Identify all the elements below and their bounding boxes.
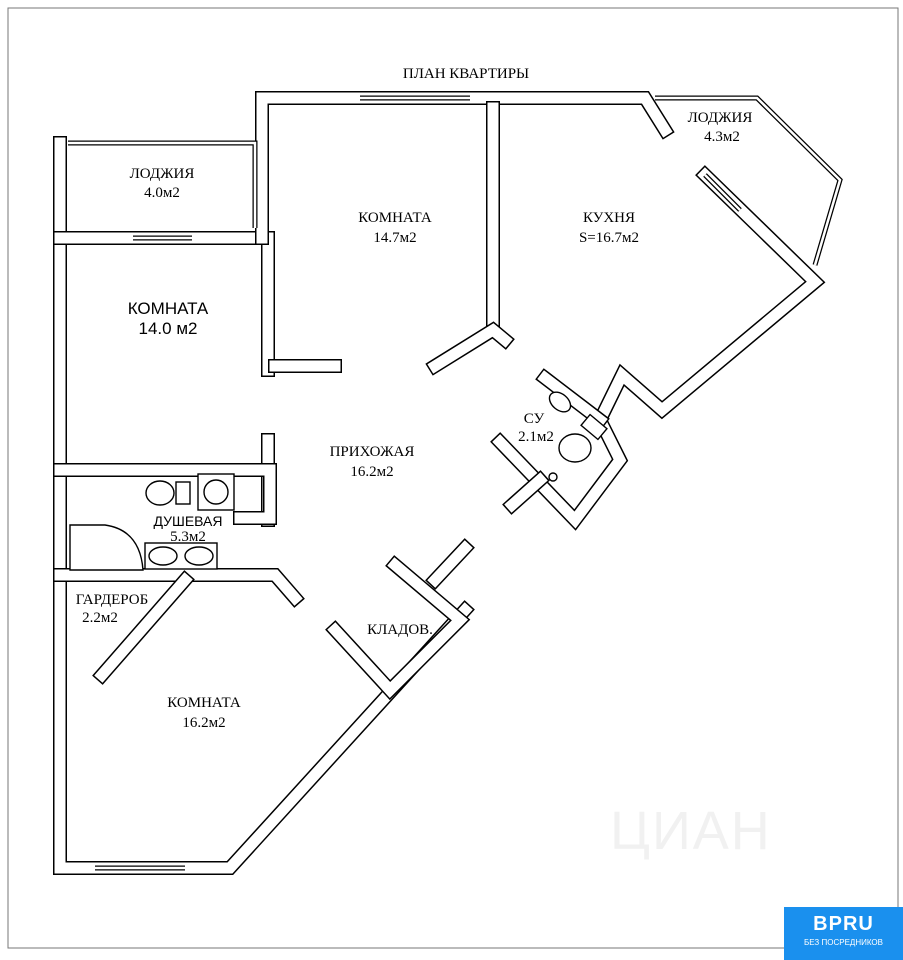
toilet-icon (558, 433, 592, 463)
room-name: КЛАДОВ. (367, 622, 433, 638)
room-name: КОМНАТА (358, 210, 432, 226)
walls (53, 91, 826, 875)
plan-title: ПЛАН КВАРТИРЫ (403, 66, 529, 82)
room-area: 5.3м2 (170, 529, 206, 545)
room-name: ПРИХОЖАЯ (330, 444, 415, 460)
room-area: 4.3м2 (704, 129, 740, 145)
room-name: КУХНЯ (583, 210, 635, 226)
room-name: КОМНАТА (128, 299, 209, 318)
room-area: 16.2м2 (182, 715, 225, 731)
room-name: ЛОДЖИЯ (688, 110, 753, 126)
room-area: S=16.7м2 (579, 230, 639, 246)
room-area: 14.7м2 (373, 230, 416, 246)
fixtures (69, 391, 608, 571)
watermark-logo: ЦИАН (610, 801, 772, 861)
room-area: 2.2м2 (82, 610, 118, 626)
room-name: ЛОДЖИЯ (130, 166, 195, 182)
shower-tray-icon (69, 524, 144, 571)
sink-icon (548, 391, 572, 413)
badge-subtitle: БЕЗ ПОСРЕДНИКОВ (804, 938, 883, 947)
toilet-icon (145, 480, 175, 506)
room-area: 14.0 м2 (139, 319, 198, 338)
bpru-badge: BPRU БЕЗ ПОСРЕДНИКОВ (784, 907, 903, 960)
room-area: 4.0м2 (144, 185, 180, 201)
room-name: КОМНАТА (167, 695, 241, 711)
room-name: СУ (524, 411, 545, 427)
room-name: ГАРДЕРОБ (76, 592, 148, 608)
windows-and-loggias (68, 95, 843, 871)
badge-title: BPRU (813, 913, 874, 935)
room-name: ДУШЕВАЯ (153, 513, 222, 529)
room-area: 2.1м2 (518, 429, 554, 445)
frame-border (7, 7, 899, 949)
room-area: 16.2м2 (350, 464, 393, 480)
